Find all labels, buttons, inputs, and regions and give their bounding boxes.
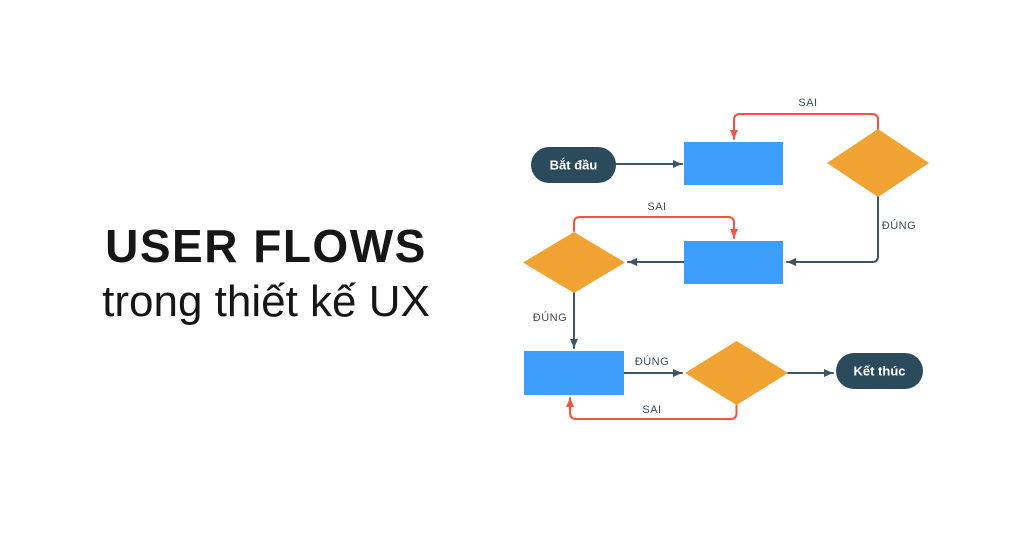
decision-node-2	[523, 232, 625, 293]
page-title: USER FLOWS	[105, 220, 427, 272]
edge-decision1-sai-loop	[730, 113, 879, 140]
edge-label-dung-2: ĐÚNG	[533, 311, 567, 324]
start-node-label: Bắt đầu	[550, 158, 598, 173]
end-node-shape	[836, 353, 923, 389]
edge-decision1-dung-to-process2	[786, 196, 879, 266]
start-node: Bắt đầu	[531, 147, 616, 183]
edge-label-sai-3: SAI	[642, 404, 661, 416]
edge-label-dung-3: ĐÚNG	[635, 355, 669, 368]
process-node-1	[684, 142, 783, 185]
start-node-shape	[531, 147, 616, 183]
decision-node-1	[827, 129, 929, 197]
decision-node-3	[685, 341, 788, 405]
edge-label-sai-1: SAI	[798, 97, 817, 109]
process-node-3	[524, 351, 624, 395]
title-block: USER FLOWS trong thiết kế UX	[56, 220, 476, 332]
end-node-label: Kết thúc	[854, 364, 906, 379]
edge-label-dung-1: ĐÚNG	[882, 219, 916, 232]
edge-label-sai-2: SAI	[647, 201, 666, 213]
page-subtitle: trong thiết kế UX	[102, 277, 430, 326]
end-node: Kết thúc	[836, 353, 923, 389]
edge-decision3-sai-loop	[566, 397, 738, 420]
edge-decision2-sai-loop	[573, 216, 738, 239]
process-node-2	[684, 241, 783, 284]
